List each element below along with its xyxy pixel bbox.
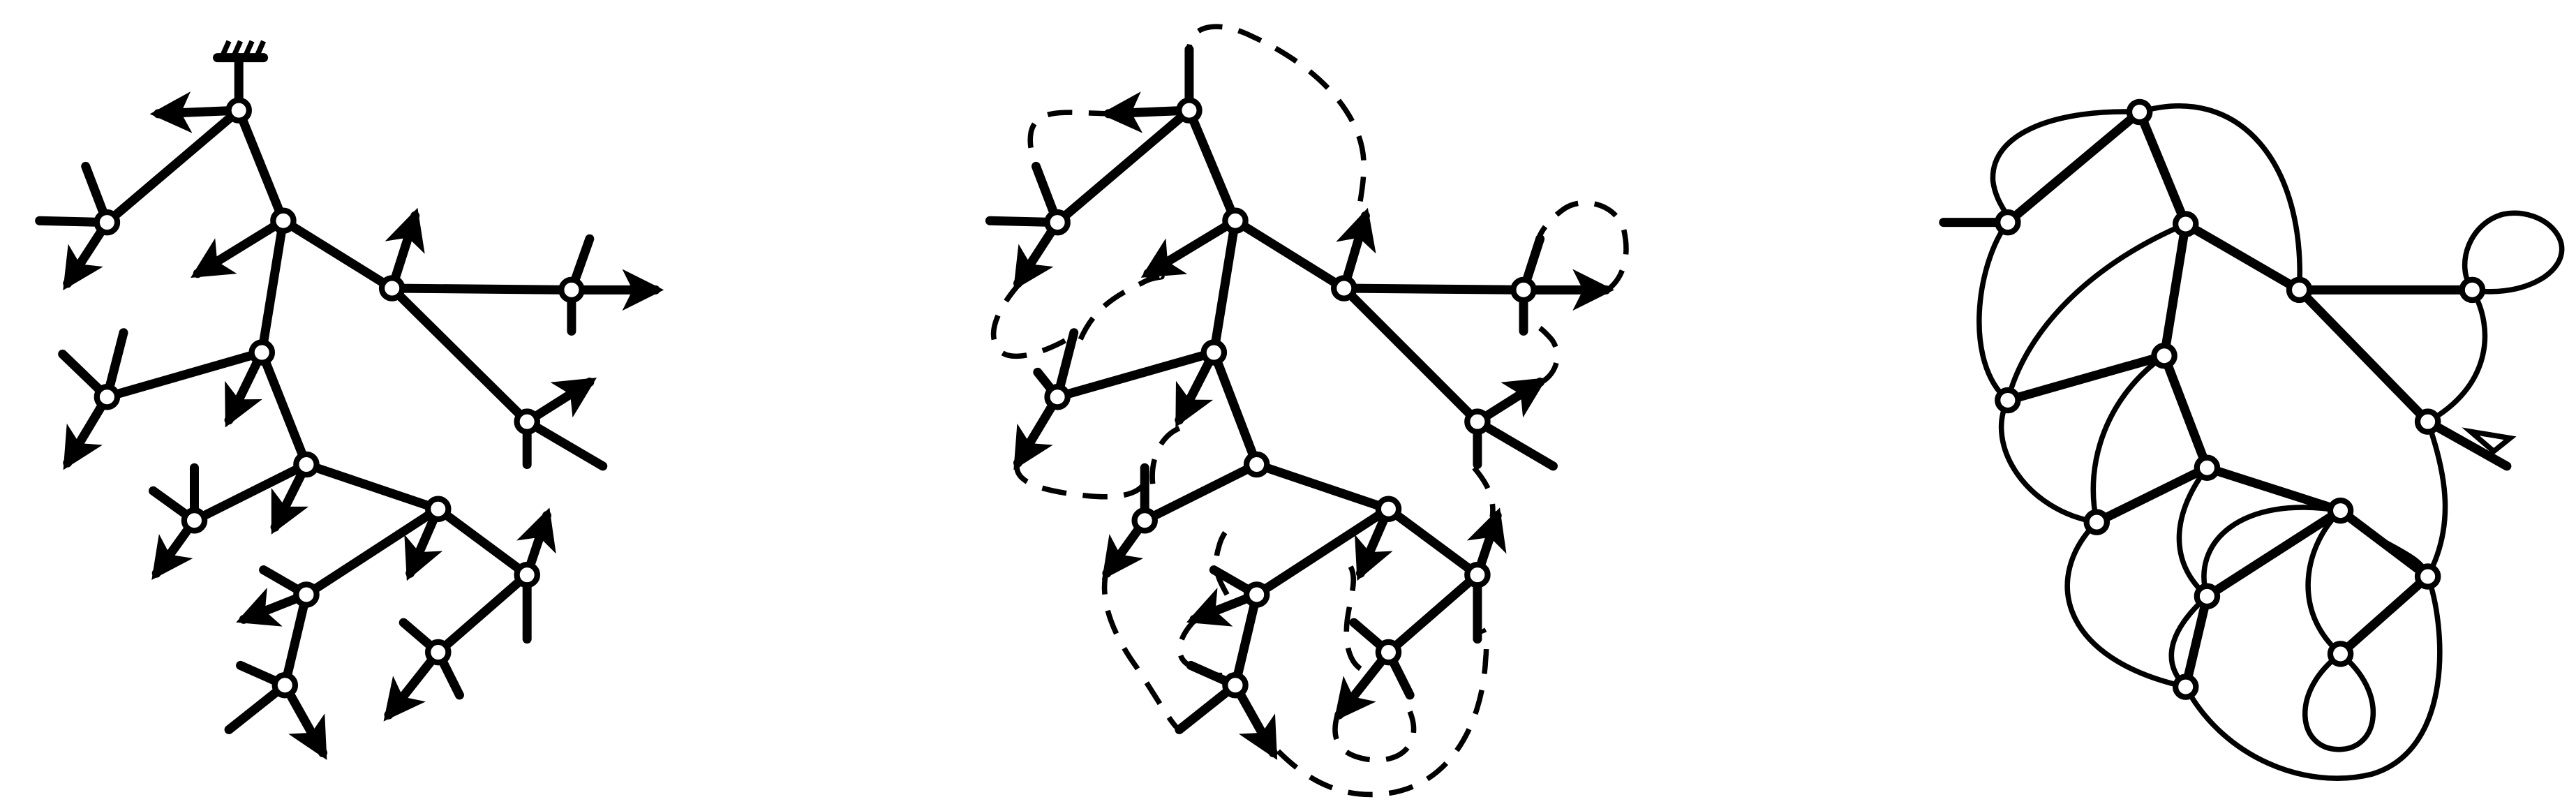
half-edge-arrows — [63, 91, 664, 760]
tree-nodes — [1995, 98, 2486, 700]
half-edge-stubs — [35, 161, 608, 734]
tree-edges — [1939, 107, 2512, 692]
tree-nodes — [94, 97, 585, 699]
closing-edges — [1976, 103, 2565, 781]
root-marker-icon — [2462, 427, 2517, 455]
tree-nodes — [1044, 97, 1537, 699]
panel-left-tree — [35, 40, 664, 760]
tree-edges — [1052, 105, 1528, 690]
half-edge-arrows — [1013, 91, 1614, 760]
panel-middle-matching — [985, 24, 1629, 798]
tree-edges — [102, 105, 576, 690]
panel-right-map — [1939, 98, 2565, 781]
dashed-matchings — [990, 24, 1629, 798]
